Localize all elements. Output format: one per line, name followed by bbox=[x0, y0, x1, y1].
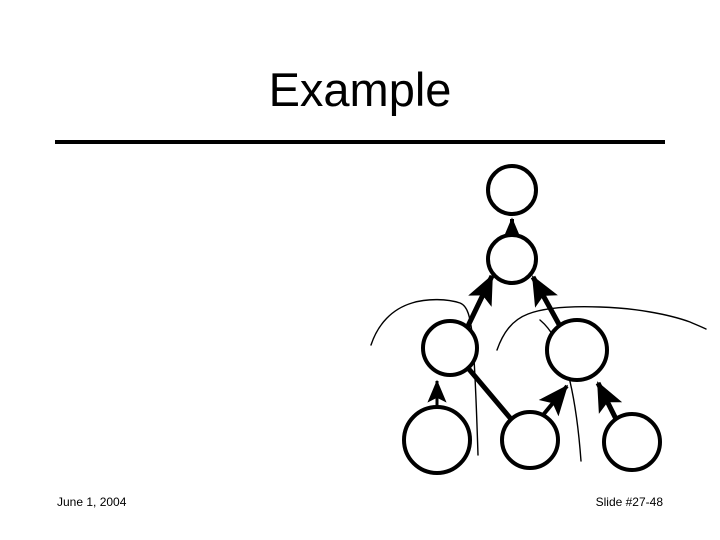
page-title: Example bbox=[268, 63, 452, 116]
edge-group bbox=[427, 217, 623, 423]
node-leaf-mid[interactable] bbox=[500, 410, 560, 470]
edge-midright-to-level1 bbox=[530, 275, 564, 330]
edge-leafright-to-midright bbox=[595, 381, 623, 423]
node-level1[interactable] bbox=[486, 233, 538, 285]
node-mid-right[interactable] bbox=[545, 318, 609, 382]
footer-date: June 1, 2004 bbox=[57, 495, 127, 509]
node-root[interactable] bbox=[486, 164, 538, 216]
node-leaf-right[interactable] bbox=[602, 412, 662, 472]
edge-leafmid-to-midleft bbox=[466, 366, 513, 421]
freehand-curve-right bbox=[496, 305, 707, 351]
title-divider bbox=[55, 140, 665, 144]
node-mid-left[interactable] bbox=[421, 319, 479, 377]
footer-slide-number: Slide #27-48 bbox=[595, 495, 663, 509]
node-group bbox=[402, 164, 662, 475]
node-leaf-left[interactable] bbox=[402, 405, 472, 475]
edge-midleft-to-level1 bbox=[464, 274, 495, 330]
edge-leafmid-to-midright bbox=[538, 384, 569, 417]
